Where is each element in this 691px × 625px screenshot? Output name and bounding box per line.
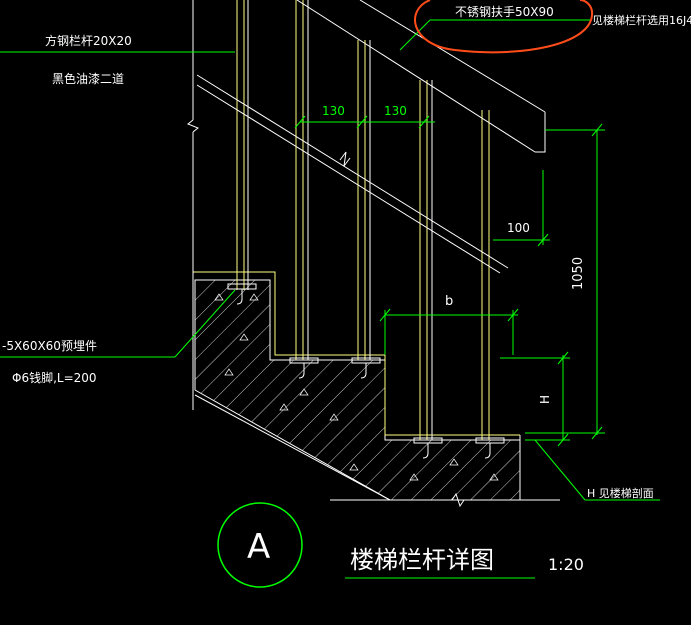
left-break-line xyxy=(187,0,199,410)
dim-height: 1050 xyxy=(571,257,586,290)
detail-bubble xyxy=(217,502,303,588)
dim-tread: b xyxy=(445,294,453,309)
h-note-label: H 见楼梯剖面 xyxy=(587,486,654,500)
dim-spacing-2: 130 xyxy=(384,104,407,118)
dim-riser: H xyxy=(538,395,552,404)
baluster-group xyxy=(236,0,490,440)
dim-offset: 100 xyxy=(507,221,530,235)
inner-bar-group xyxy=(247,0,433,440)
detail-letter: A xyxy=(247,527,270,567)
stainless-handrail xyxy=(196,0,546,274)
handrail-label: 不锈钢扶手50X90 xyxy=(455,4,554,19)
dimension-lines xyxy=(0,19,660,579)
embed-plate-label: -5X60X60预埋件 xyxy=(2,339,97,353)
embed-plates xyxy=(227,283,505,459)
paint-label: 黑色油漆二道 xyxy=(52,72,124,86)
dim-spacing-1: 130 xyxy=(322,104,345,118)
concrete-stair-section xyxy=(193,271,560,508)
drawing-scale: 1:20 xyxy=(548,555,584,574)
anchor-label: Φ6钱脚,L=200 xyxy=(12,370,97,385)
square-bar-label: 方钢栏杆20X20 xyxy=(45,33,132,48)
drawing-title: 楼梯栏杆详图 xyxy=(350,546,494,574)
markup-highlight-circle xyxy=(414,0,594,54)
railing-reference-label: 见楼梯栏杆选用16J4 xyxy=(592,13,691,27)
